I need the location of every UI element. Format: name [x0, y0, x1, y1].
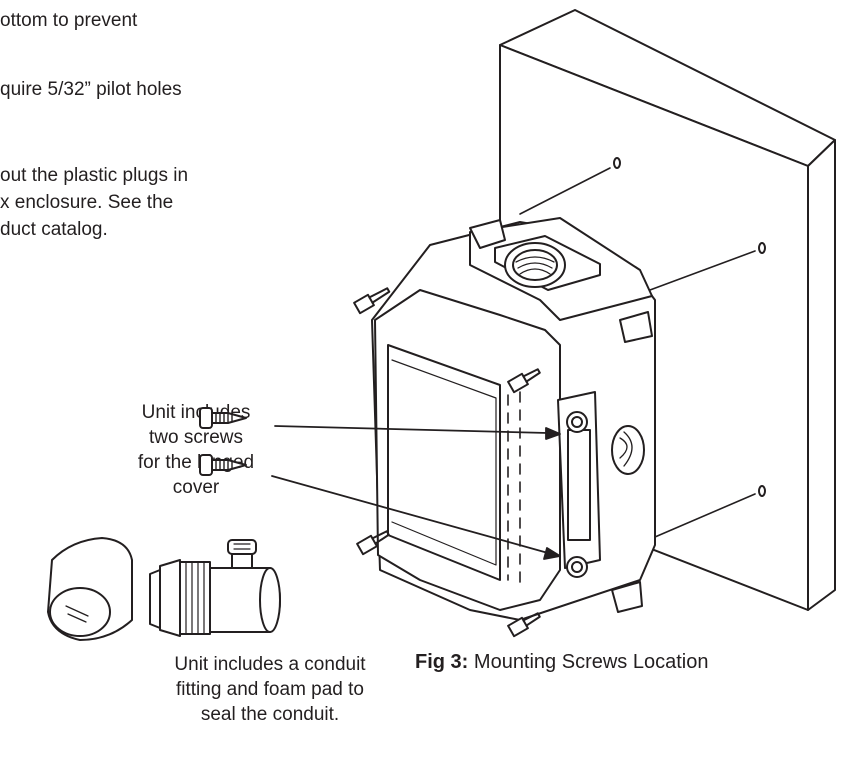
instruction-line-1: ottom to prevent	[0, 10, 138, 31]
instruction-line-3: out the plastic plugs in	[0, 165, 189, 186]
foam-pad	[47, 537, 133, 641]
alignment-lines	[519, 167, 756, 541]
pilot-holes	[613, 157, 766, 497]
instruction-line-2: quire 5/32” pilot holes	[0, 79, 182, 100]
conduit-callout-line-1: Unit includes a conduit	[174, 654, 366, 675]
hinge-latch	[557, 391, 601, 578]
conduit-callout-line-3: seal the conduit.	[200, 704, 340, 725]
figure-caption: Fig 3: Mounting Screws Location	[415, 650, 708, 675]
instruction-line-5: duct catalog.	[0, 219, 108, 240]
cover-screws	[199, 407, 247, 476]
side-conduit-port	[611, 425, 645, 475]
pointer-arrows	[271, 425, 561, 560]
conduit-fitting	[149, 539, 281, 637]
enclosure-screws	[353, 287, 541, 638]
conduit-callout-line-2: fitting and foam pad to	[175, 679, 364, 700]
top-conduit-port	[504, 242, 566, 288]
screws-callout-line-2: two screws	[149, 427, 243, 448]
figure-title: Mounting Screws Location	[473, 651, 709, 673]
screws-callout-line-4: cover	[172, 477, 220, 498]
mounting-tabs	[469, 219, 653, 613]
figure-label: Fig 3:	[415, 651, 469, 673]
instruction-line-4: x enclosure. See the	[0, 192, 174, 213]
hinged-cover	[374, 289, 561, 611]
